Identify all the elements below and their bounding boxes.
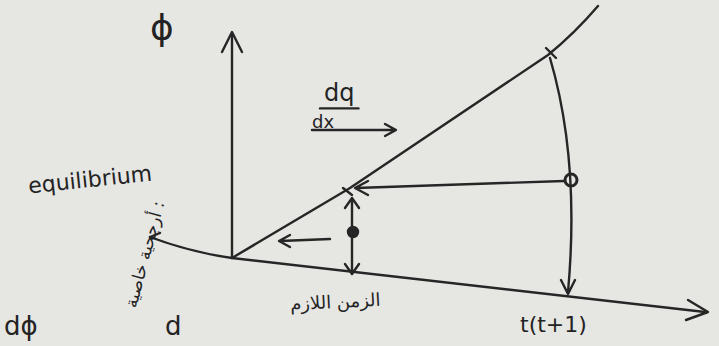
fraction-bar bbox=[320, 107, 358, 109]
axis-symbol: ϕ bbox=[150, 8, 174, 48]
fraction-top: dq bbox=[324, 80, 354, 106]
base-curve bbox=[150, 237, 705, 312]
axis-arrowhead bbox=[222, 32, 242, 52]
axis-label: t(t+1) bbox=[520, 313, 587, 337]
fraction-bottom: dx bbox=[312, 112, 334, 132]
left-arrow bbox=[279, 235, 330, 247]
curve-arrowhead bbox=[686, 300, 708, 320]
drop-arrow bbox=[550, 58, 575, 294]
left-arrow bbox=[355, 181, 564, 195]
double-arrow bbox=[345, 198, 359, 274]
dot bbox=[348, 227, 358, 237]
tick bbox=[343, 188, 352, 195]
slope-line bbox=[232, 6, 598, 258]
note-text: equilibrium bbox=[27, 162, 153, 199]
formula-text: dϕ bbox=[4, 312, 38, 341]
formula-text: d bbox=[165, 312, 182, 341]
arabic-note: أرجحية خاصية : bbox=[122, 199, 168, 310]
tick bbox=[546, 48, 556, 58]
vertical-axis bbox=[231, 36, 233, 258]
arabic-note: الزمن اللازم bbox=[290, 290, 381, 315]
